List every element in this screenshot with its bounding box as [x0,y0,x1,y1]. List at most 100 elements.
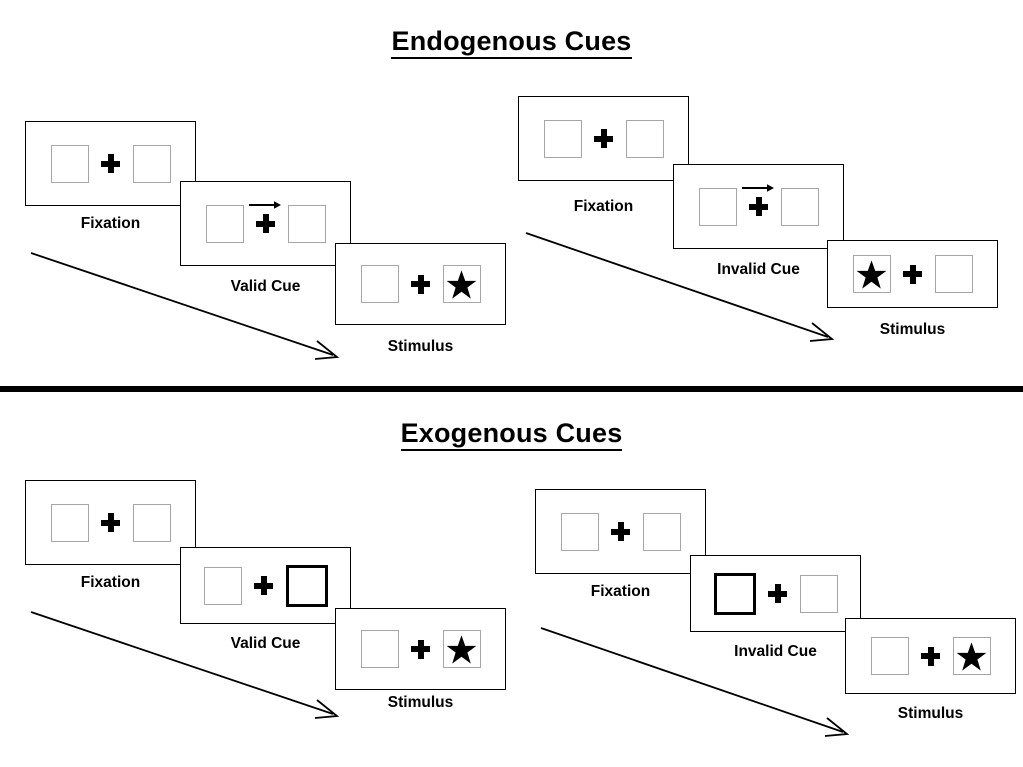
section-endogenous: Endogenous Cues Fixation [0,26,1023,360]
right-target-box [952,637,991,675]
fixation-cross-icon [101,513,120,532]
section-title-exogenous: Exogenous Cues [0,418,1023,451]
fixation-cross-wrap [242,576,286,595]
frame-content [203,564,328,607]
right-placeholder-box [287,204,326,243]
frame-label-endo-invalid-cue: Invalid Cue [717,261,800,278]
fixation-cross-icon [594,129,613,148]
frame-endo-invalid-fixation[interactable] [518,96,689,181]
section-exogenous: Exogenous Cues Fixation Valid Cue [0,392,1023,767]
star-icon [956,641,987,671]
fixation-cross-icon [256,214,275,233]
frame-label-endo-valid-stimulus: Stimulus [387,338,454,355]
star-icon [446,269,477,299]
right-placeholder-box [934,255,973,293]
right-placeholder-box [642,512,681,551]
fixation-cross-wrap [582,129,626,148]
fixation-cross-wrap [599,522,643,541]
frame-label-exo-valid-cue: Valid Cue [230,635,301,652]
left-placeholder-box [360,630,399,668]
left-placeholder-box [698,187,737,226]
frame-content [50,144,171,183]
left-placeholder-box [203,566,242,605]
fixation-cross-icon [611,522,630,541]
frame-content [852,255,973,293]
fixation-cross-wrap [89,513,133,532]
time-progression-arrow-exogenous-valid [30,611,340,719]
frame-label-exo-invalid-fixation: Fixation [590,583,651,600]
fixation-cross-icon [411,639,430,659]
left-placeholder-box [50,144,89,183]
left-placeholder-box [360,265,399,303]
cue-arrow-right-icon [741,184,774,192]
star-icon [446,634,477,664]
frame-endo-valid-fixation[interactable] [25,121,196,206]
frame-content [360,265,481,303]
frame-label-endo-invalid-fixation: Fixation [573,198,634,215]
left-placeholder-box [50,503,89,542]
frame-content [205,201,326,243]
frame-label-endo-valid-fixation: Fixation [80,215,141,232]
section-title-endogenous-text: Endogenous Cues [391,26,632,59]
fixation-cross-wrap [399,639,443,659]
right-cued-box [285,564,328,607]
time-progression-arrow-exogenous-invalid [540,627,850,737]
frame-content [713,572,838,615]
frame-endo-invalid-cue[interactable] [673,164,844,249]
right-placeholder-box [799,574,838,613]
frame-exo-invalid-fixation[interactable] [535,489,706,574]
fixation-cross-wrap [909,646,953,666]
frame-exo-invalid-stimulus[interactable] [845,618,1016,694]
frame-endo-invalid-stimulus[interactable] [827,240,998,308]
frame-endo-valid-stimulus[interactable] [335,243,506,325]
frame-label-exo-invalid-cue: Invalid Cue [734,643,817,660]
fixation-cross-icon [921,646,940,666]
section-divider [0,386,1023,392]
frame-label-endo-invalid-stimulus: Stimulus [879,321,946,338]
frame-exo-invalid-cue[interactable] [690,555,861,632]
left-cued-box [713,572,756,615]
frame-label-exo-invalid-stimulus: Stimulus [897,705,964,722]
fixation-cross-icon [101,154,120,173]
frame-exo-valid-cue[interactable] [180,547,351,624]
fixation-cross-icon [254,576,273,595]
frame-content [698,184,819,226]
right-target-box [442,630,481,668]
left-placeholder-box [205,204,244,243]
time-progression-arrow-endogenous-invalid [525,232,835,342]
right-placeholder-box [132,144,171,183]
star-icon [856,259,887,289]
time-progression-arrow-endogenous-valid [30,252,340,360]
fixation-cross-wrap [756,584,800,603]
frame-content [50,503,171,542]
frame-content [870,637,991,675]
section-title-endogenous: Endogenous Cues [0,26,1023,59]
frame-endo-valid-cue[interactable] [180,181,351,266]
frame-label-exo-valid-fixation: Fixation [80,574,141,591]
fixation-cross-wrap [244,201,288,233]
fixation-cross-wrap [737,184,781,216]
section-title-exogenous-text: Exogenous Cues [400,418,623,451]
fixation-cross-icon [903,264,922,284]
frame-exo-valid-fixation[interactable] [25,480,196,565]
right-target-box [442,265,481,303]
fixation-cross-wrap [891,264,935,284]
right-placeholder-box [625,119,664,158]
frame-content [560,512,681,551]
right-placeholder-box [780,187,819,226]
fixation-cross-icon [749,197,768,216]
cue-arrow-right-icon [248,201,281,209]
frame-label-exo-valid-stimulus: Stimulus [387,694,454,711]
frame-content [543,119,664,158]
left-placeholder-box [543,119,582,158]
frame-exo-valid-stimulus[interactable] [335,608,506,690]
left-target-box [852,255,891,293]
right-placeholder-box [132,503,171,542]
fixation-cross-wrap [89,154,133,173]
frame-content [360,630,481,668]
left-placeholder-box [560,512,599,551]
fixation-cross-icon [411,274,430,294]
left-placeholder-box [870,637,909,675]
fixation-cross-wrap [399,274,443,294]
frame-label-endo-valid-cue: Valid Cue [230,278,301,295]
